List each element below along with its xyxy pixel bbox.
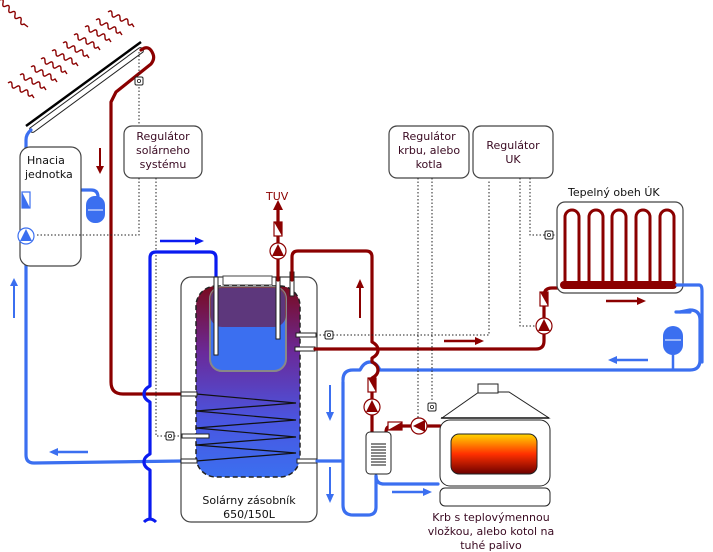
svg-text:krbu, alebo: krbu, alebo (398, 144, 460, 157)
solar-controller-label: Regulátor (136, 130, 190, 143)
tank-flange (222, 275, 273, 286)
sensor-wire (36, 178, 140, 236)
svg-text:kotla: kotla (416, 158, 443, 171)
heating-circuit-label: Tepelný obeh ÚK (567, 186, 660, 199)
check-valve-icon (387, 421, 403, 431)
sensor-icon (165, 431, 175, 441)
flow-arrow-icon (160, 237, 204, 245)
check-valve-icon (21, 191, 31, 209)
pump-icon (17, 227, 35, 245)
drive-unit-box (19, 146, 82, 267)
solar-controller-box (123, 125, 203, 179)
svg-text:650/150L: 650/150L (223, 508, 276, 521)
expansion-branch (24, 188, 100, 199)
flow-arrow-icon (49, 448, 88, 456)
radiator-icon (563, 208, 676, 284)
solar-hot-pipe (109, 46, 184, 396)
check-valve-icon (367, 377, 377, 393)
sensor-wire (155, 178, 166, 437)
drive-unit-label: Hnacia (27, 154, 65, 167)
fireplace-icon (439, 383, 551, 507)
svg-text:solárneho: solárneho (136, 144, 190, 157)
tuv-label: TUV (265, 190, 289, 203)
pump-icon (363, 398, 381, 416)
radiator-box (556, 201, 684, 294)
flow-arrow-icon (10, 278, 18, 318)
flow-arrow-icon (606, 297, 646, 305)
sensor-icon (324, 330, 334, 340)
solar-cold-pipe (24, 128, 184, 465)
boiler-controller-label: Regulátor (402, 130, 456, 143)
flow-arrow-icon (96, 148, 104, 174)
tank-label: Solárny zásobník (202, 494, 296, 507)
heating-controller-label: Regulátor (486, 139, 540, 152)
sensor-icon (134, 76, 144, 86)
radiator-manifold (560, 281, 677, 289)
fireplace-label: Krb s teplovýmennou (432, 511, 549, 524)
heating-controller-box (472, 125, 554, 179)
svg-text:tuhé palivo: tuhé palivo (460, 539, 522, 552)
pump-icon (269, 242, 287, 260)
svg-text:vložkou, alebo kotol na: vložkou, alebo kotol na (428, 525, 555, 538)
boiler-controller-box (388, 125, 470, 179)
sun-rays (7, 10, 135, 99)
heat-exchanger-coil (195, 393, 297, 462)
sensor-icon (544, 230, 554, 240)
flow-arrow-icon (326, 467, 334, 503)
expansion-vessel-icon (663, 326, 683, 369)
svg-text:systému: systému (140, 158, 187, 171)
flow-arrow-icon (608, 356, 648, 364)
sensor-wire (519, 178, 536, 327)
check-valve-icon (273, 221, 283, 237)
check-valve-icon (539, 291, 549, 307)
sun-ray-icon (0, 0, 29, 28)
flow-arrow-icon (392, 488, 432, 496)
sensor-icon (427, 402, 437, 412)
pump-icon (535, 317, 553, 335)
flow-arrow-icon (356, 279, 364, 318)
heat-exchanger-icon (365, 431, 392, 475)
sensor-wire (333, 180, 490, 336)
heating-return-pipe (341, 308, 702, 382)
fireplace-cold-pipe (341, 380, 378, 517)
svg-text:UK: UK (505, 153, 521, 166)
cold-water-feed-pipe (142, 250, 218, 520)
pump-icon (410, 417, 428, 435)
heating-supply-pipe (313, 286, 562, 351)
sensor-wire (529, 178, 545, 236)
flow-arrow-icon (444, 337, 484, 345)
svg-text:jednotka: jednotka (24, 168, 73, 181)
flow-arrow-icon (326, 385, 334, 421)
expansion-vessel-icon (86, 196, 105, 223)
